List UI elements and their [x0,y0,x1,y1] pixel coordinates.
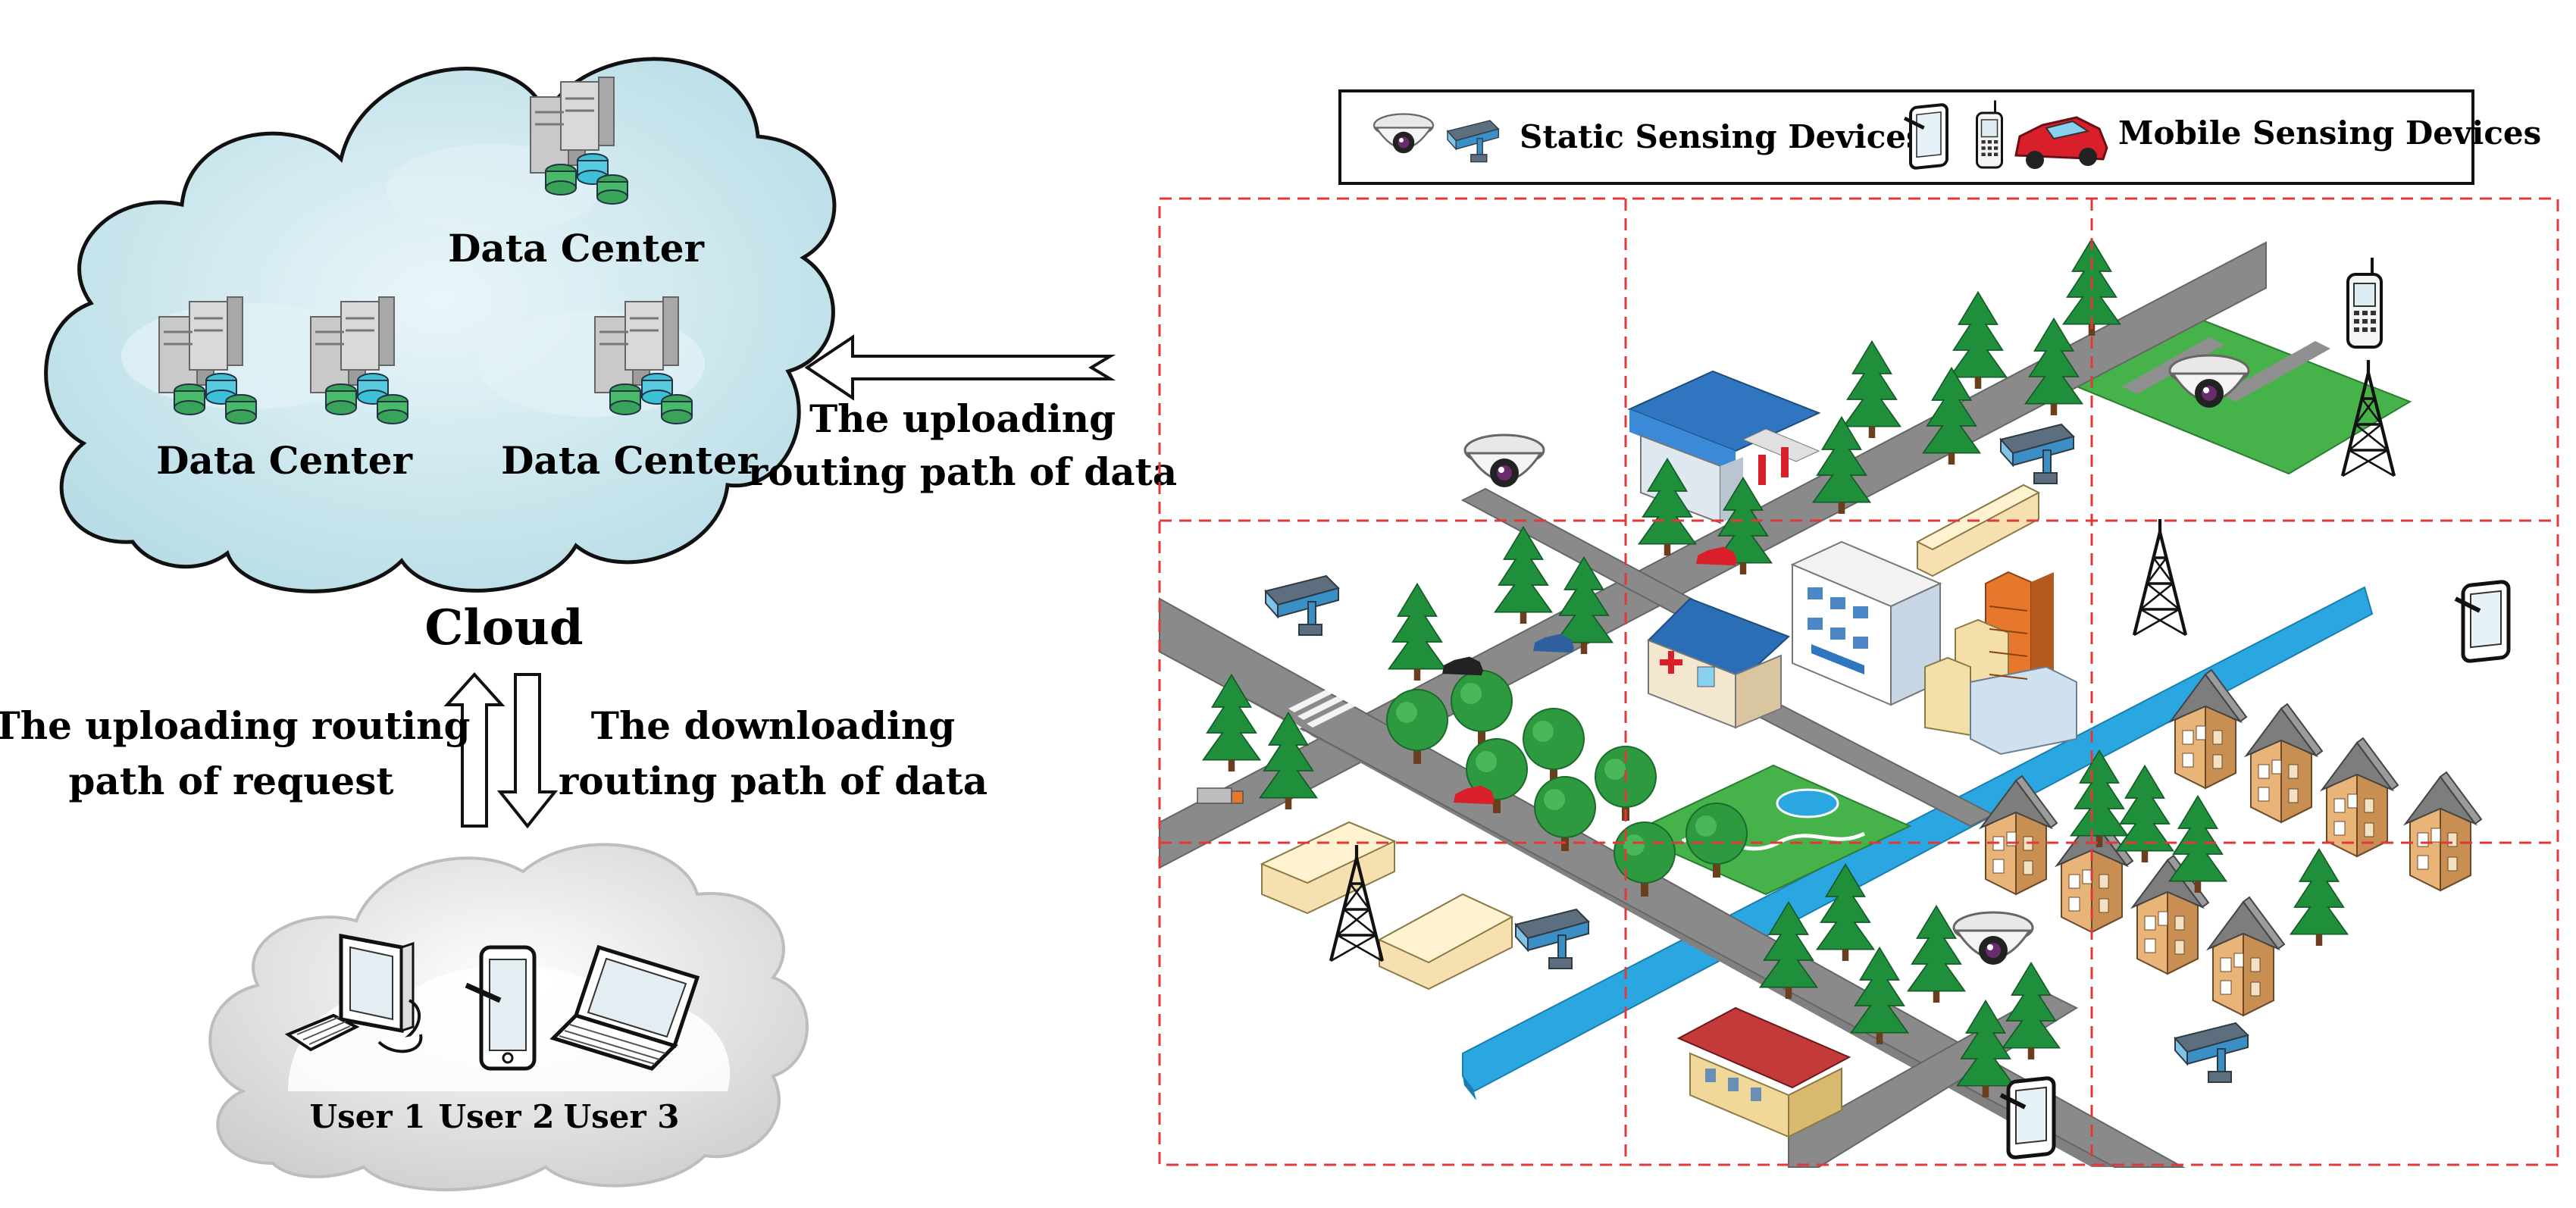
tablet-icon [2455,581,2509,662]
user-label: User 1 [310,1098,426,1135]
tree [1907,905,1966,1003]
river [1462,586,2374,1093]
user-label: User 2 [439,1098,555,1135]
upload-request-label-line2: path of request [68,759,393,803]
warehouse [1915,484,2041,577]
download-data-arrow [496,673,559,829]
data-center-label: Data Center [448,226,705,271]
house [2321,737,2399,857]
cloud-label: Cloud [424,599,583,656]
office-building [1790,540,1942,706]
download-data-label-line2: routing path of data [559,759,988,803]
city-map [1158,197,2559,1168]
bullet-camera-icon [2174,1022,2249,1083]
legend-mobile-label: Mobile Sensing Devices [2118,114,2541,152]
phone-icon [2346,256,2383,349]
legend: Static Sensing Devices Mobile Sensing De… [1338,89,2541,185]
bullet-camera-icon [2000,424,2074,484]
cell-tower-icon [2134,519,2186,635]
download-data-label-line1: The downloading [591,703,956,748]
red-roof-building [1676,1006,1851,1138]
upload-data-label-line2: routing path of data [748,449,1177,494]
house [2246,703,2323,823]
house [2405,771,2482,891]
warehouse [1260,821,1397,915]
gas-station [1627,370,1821,524]
data-center-label: Data Center [501,438,758,483]
tree [2168,795,2227,893]
tablet-icon [2001,1078,2054,1158]
dome-camera-icon [1463,433,1545,489]
data-center-label: Data Center [156,438,413,483]
tree [2290,848,2349,947]
user-label: User 3 [564,1098,680,1135]
tree [1523,708,1585,784]
tree [1451,670,1513,746]
upload-request-label-line1: The uploading routing [0,703,470,748]
tree [2115,765,2174,863]
region-grid [1158,197,2559,1166]
tablet-icon [465,945,537,1071]
tablet-icon [1905,104,1947,168]
warehouse [1377,893,1514,990]
dome-camera-icon [1952,911,2034,966]
car-icon [1533,634,1574,653]
upload-data-arrow [804,334,1116,401]
laptop-icon [549,944,700,1071]
tree [1948,291,2008,390]
car-icon [1696,546,1737,566]
car-icon [2014,116,2108,169]
desktop-icon [284,933,423,1053]
upload-request-arrow [443,672,505,828]
upload-data-label-line1: The uploading [809,396,1116,441]
car-icon [1197,787,1244,804]
house [2208,897,2285,1016]
car-icon [1454,785,1495,805]
legend-static-label: Static Sensing Devices [1520,118,1924,155]
tree [1842,340,1901,439]
bullet-camera-icon [1515,909,1589,969]
hospital [1647,597,1790,729]
high-rise-buildings [1924,571,2077,756]
tree [1388,583,1447,681]
car-icon [1442,656,1483,676]
bullet-camera-icon [1265,575,1339,636]
